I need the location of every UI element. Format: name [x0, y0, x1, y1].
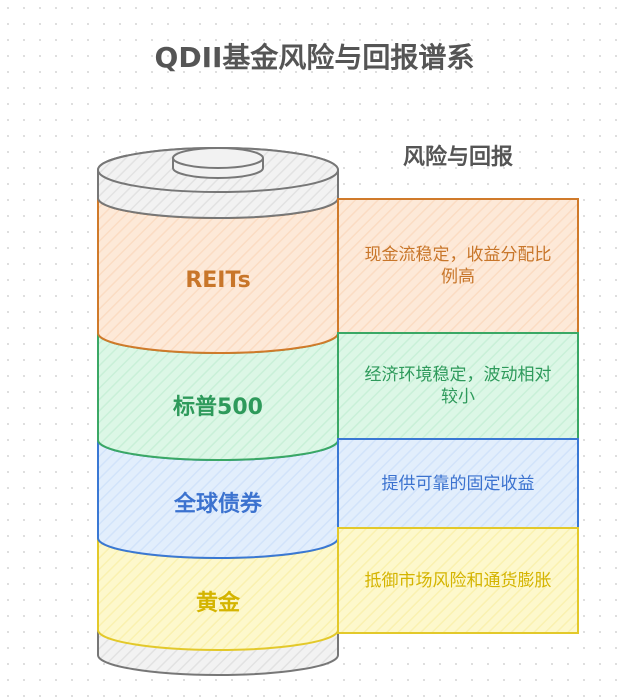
- layer-label-sp500: 标普500: [173, 395, 263, 420]
- description-reits: 现金流稳定，收益分配比例高: [364, 245, 552, 287]
- desc-box-gold: [337, 527, 579, 634]
- layer-label-gold: 黄金: [195, 591, 240, 616]
- layer-label-reits: REITs: [185, 268, 251, 293]
- desc-box-sp500: [337, 332, 579, 440]
- battery-top-cap: [97, 147, 339, 219]
- description-global-bonds: 提供可靠的固定收益: [381, 473, 535, 494]
- layer-label-global-bonds: 全球债券: [173, 492, 262, 517]
- description-gold: 抵御市场风险和通货膨胀: [364, 570, 552, 591]
- desc-box-reits: [337, 198, 579, 334]
- desc-box-global-bonds: [337, 438, 579, 529]
- page-title: QDII基金风险与回报谱系: [154, 41, 475, 74]
- description-sp500: 经济环境稳定，波动相对较小: [364, 365, 552, 407]
- risk-return-heading: 风险与回报: [402, 145, 513, 170]
